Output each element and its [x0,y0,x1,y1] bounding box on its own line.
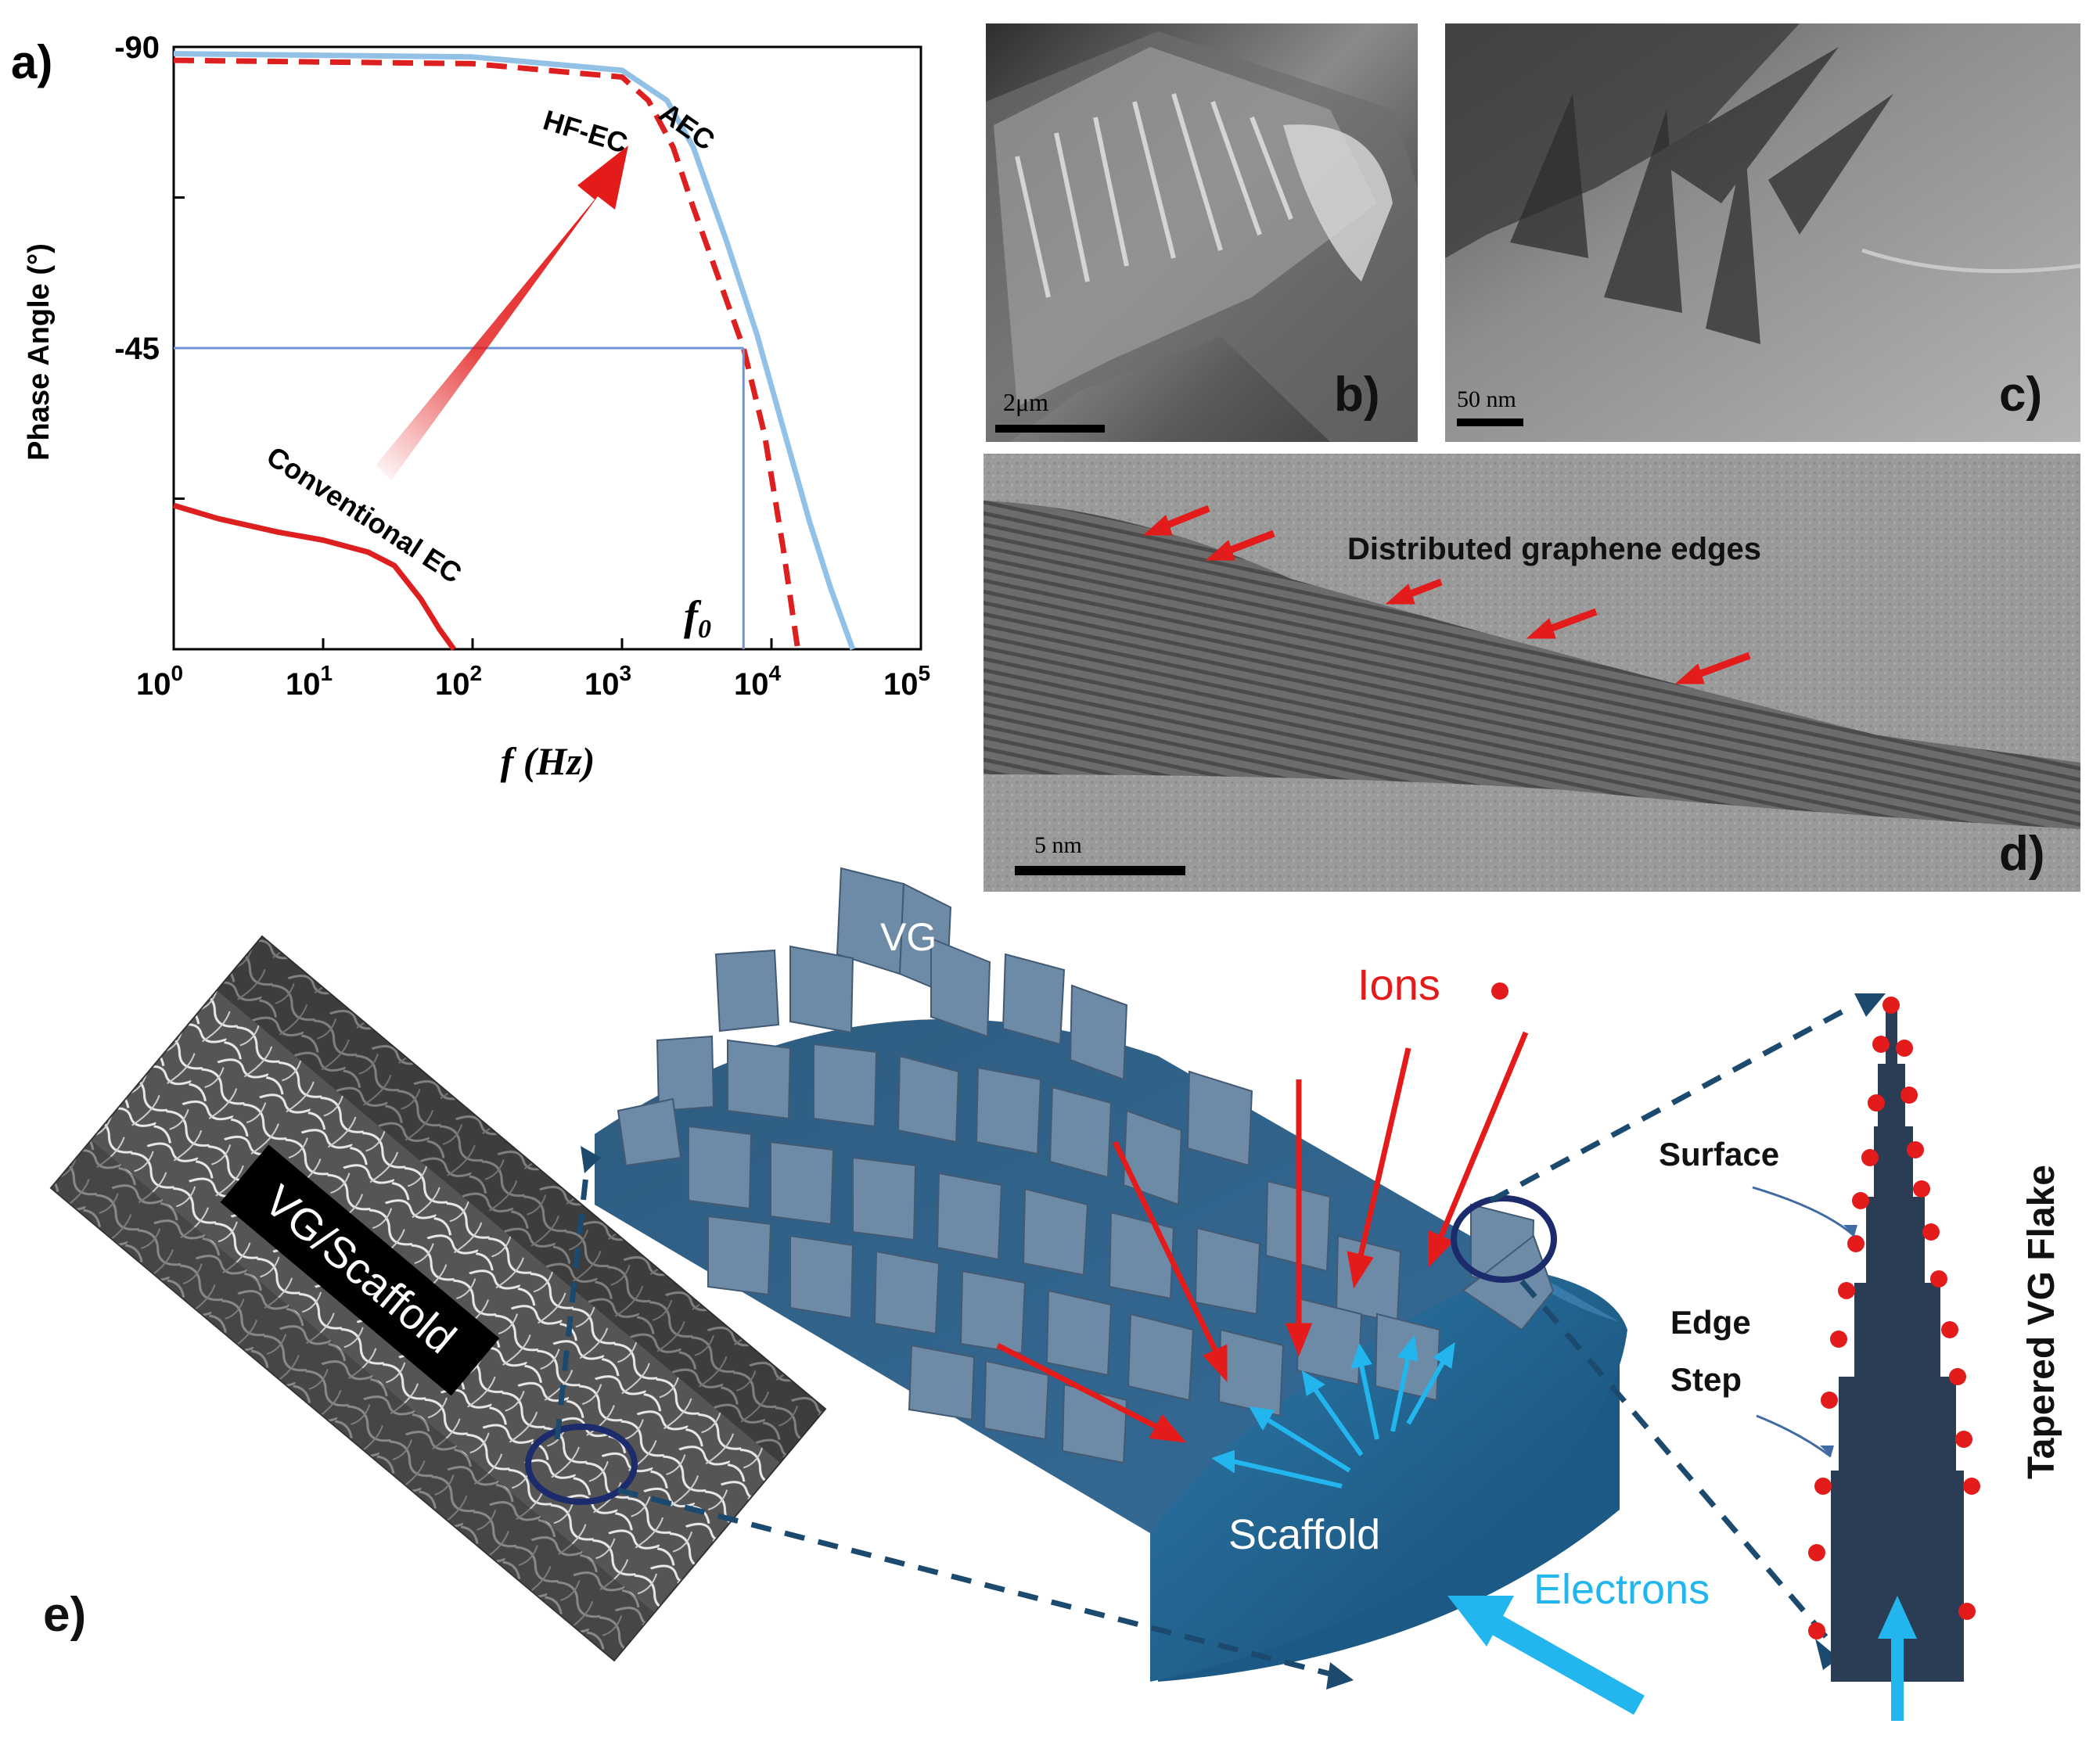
x-tick-label-5: 105 [883,661,930,702]
scaffold-face [1150,1267,1627,1682]
ion-dot-11 [1930,1270,1947,1288]
scale-bar-b [995,425,1105,433]
series-label-aec: AEC [653,96,721,156]
ion-dot-1 [1896,1040,1913,1057]
flake-electron-arrowhead [1878,1596,1917,1639]
step-label: Step [1670,1361,1742,1398]
increase-arrow [376,145,628,480]
scale-bar-c [1457,418,1523,426]
panel-label-a: a) [11,36,52,88]
ion-dot-5 [1907,1141,1924,1158]
x-tick-label-2: 102 [435,661,482,702]
x-axis-title: f (Hz) [501,739,595,783]
ion-arrows [996,1031,1529,1443]
x-tick-label-3: 103 [584,661,631,702]
electrons-label: Electrons [1534,1566,1710,1613]
series-label-conventional-ec: Conventional EC [261,440,468,589]
panel-label-b: b) [1334,368,1380,422]
panel-label-d: d) [1999,827,2045,881]
panel-b-sem-image: 2μm b) [986,23,1418,442]
y-tick-label-1: -45 [114,332,160,366]
y-axis-ticks: -90 -45 [114,31,185,651]
reference-lines [174,347,745,649]
vg-flakes [617,867,1555,1464]
scale-bar-label-d: 5 nm [1034,832,1082,858]
flake-label: Tapered VG Flake [2021,1165,2062,1479]
hrtem-caption: Distributed graphene edges [1347,532,1761,566]
ion-dot-20 [1808,1544,1825,1561]
f0-label: f0 [684,592,711,644]
y-tick-label-0: -90 [114,31,160,65]
electron-input-arrow-shaft [1481,1609,1645,1715]
scale-bar-d [1015,866,1185,875]
series-line-2 [173,502,456,652]
ion-dot-18 [1814,1478,1832,1495]
ions-label: Ions [1357,960,1440,1009]
ion-dot-3 [1900,1086,1918,1104]
ion-dot-9 [1922,1223,1940,1241]
scaffold-label: Scaffold [1228,1511,1380,1558]
zoom-circle-left [525,1424,638,1505]
zoom-circle-right [1451,1195,1557,1283]
ion-dot-15 [1949,1368,1966,1385]
vg-label: VG [880,915,937,959]
ion-dot-14 [1830,1331,1847,1348]
series-label-hf-ec: HF-EC [540,103,631,159]
panel-label-e: e) [43,1588,86,1642]
ion-dot [1491,982,1508,1000]
ion-dot-17 [1955,1431,1972,1448]
panel-a-chart: a) 100 101 102 103 104 105 -90 -45 AEC HF-EC C… [11,31,930,783]
ion-dot-13 [1941,1321,1958,1338]
ion-dot-16 [1821,1392,1838,1409]
x-tick-label-0: 100 [136,661,183,702]
scale-bar-label-b: 2μm [1003,388,1048,416]
ion-dot-0 [1882,997,1900,1014]
ion-dot-2 [1872,1036,1890,1053]
ion-adsorption-dots [1808,997,1980,1639]
ion-dot-12 [1838,1282,1855,1299]
panel-d-hrtem-image: Distributed graphene edges 5 nm d) [983,454,2080,892]
tapered-vg-flake [1831,1009,1964,1682]
surface-label: Surface [1659,1136,1779,1173]
electron-flow-arrows [1211,1334,1455,1489]
x-tick-label-1: 101 [286,661,333,702]
ion-dot-10 [1847,1235,1864,1252]
x-tick-label-4: 104 [734,661,782,702]
series-line-0 [173,51,856,651]
ion-dot-8 [1852,1192,1869,1209]
panel-label-c: c) [1999,368,2042,422]
electron-input-arrowhead [1447,1596,1514,1647]
scale-bar-label-c: 50 nm [1457,386,1516,412]
ion-dot-4 [1868,1094,1885,1112]
ion-dot-7 [1913,1180,1930,1198]
y-axis-title: Phase Angle (°) [23,243,56,461]
series-line-1 [173,57,801,650]
panel-c-tem-image: 50 nm c) [1445,23,2081,442]
ion-dot-6 [1861,1149,1879,1166]
series-layer [173,51,856,652]
panel-e-schematic: e) VG/Scaffold [43,867,2062,1721]
ion-dot-21 [1958,1603,1976,1620]
ion-dot-22 [1808,1622,1825,1639]
edge-arrows [1142,505,1751,684]
zoom-dashed-lines [554,1002,1856,1677]
edge-label: Edge [1670,1304,1751,1341]
ion-dot-19 [1963,1478,1980,1495]
x-axis-ticks: 100 101 102 103 104 105 [136,638,930,702]
